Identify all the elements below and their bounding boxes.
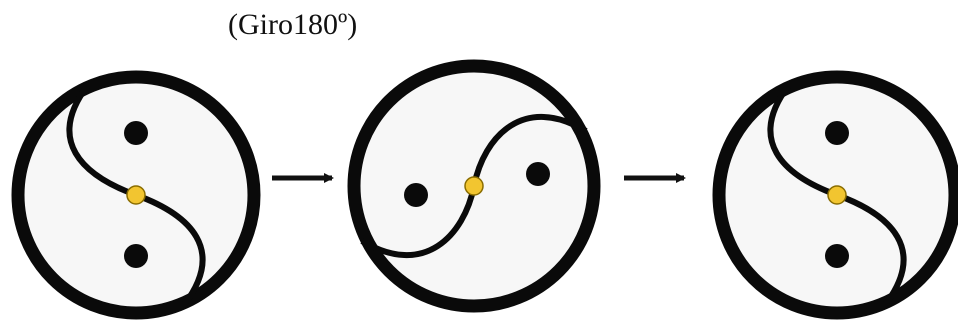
center-pivot-dot [464, 176, 484, 196]
diagram-caption: (Giro180º) [228, 8, 358, 41]
lower-dot [825, 244, 849, 268]
right-dot [526, 162, 550, 186]
center-pivot-dot [126, 185, 146, 205]
center-pivot-dot [827, 185, 847, 205]
upper-dot [825, 121, 849, 145]
figure-rotated-90 [347, 59, 601, 313]
lower-dot [124, 244, 148, 268]
figure-rotated-180 [712, 70, 958, 320]
figure-original [11, 70, 261, 320]
left-dot [404, 183, 428, 207]
upper-dot [124, 121, 148, 145]
